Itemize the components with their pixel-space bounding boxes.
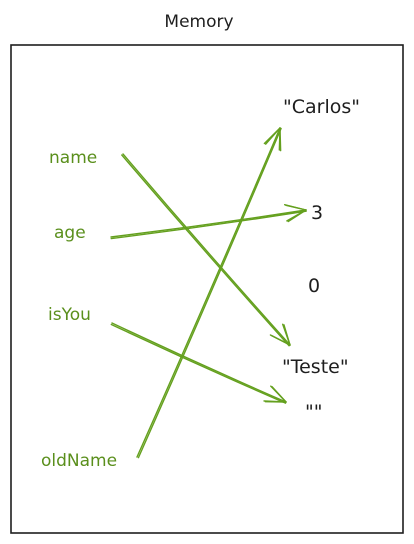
variable-isyou: isYou xyxy=(48,305,91,325)
value-zero: 0 xyxy=(308,275,320,297)
value-teste: "Teste" xyxy=(282,356,349,378)
arrow-name xyxy=(121,153,291,347)
pointer-arrows xyxy=(110,127,307,459)
value-empty-string: "" xyxy=(305,401,322,423)
arrow-isyou xyxy=(110,322,287,404)
variable-name: name xyxy=(49,148,97,168)
variable-age: age xyxy=(54,223,86,243)
value-carlos: "Carlos" xyxy=(283,96,360,118)
value-three: 3 xyxy=(311,202,323,224)
arrow-oldname xyxy=(136,127,282,459)
variable-oldname: oldName xyxy=(41,451,117,471)
arrow-age xyxy=(110,204,307,240)
memory-frame xyxy=(10,44,404,534)
diagram-title: Memory xyxy=(164,12,233,32)
